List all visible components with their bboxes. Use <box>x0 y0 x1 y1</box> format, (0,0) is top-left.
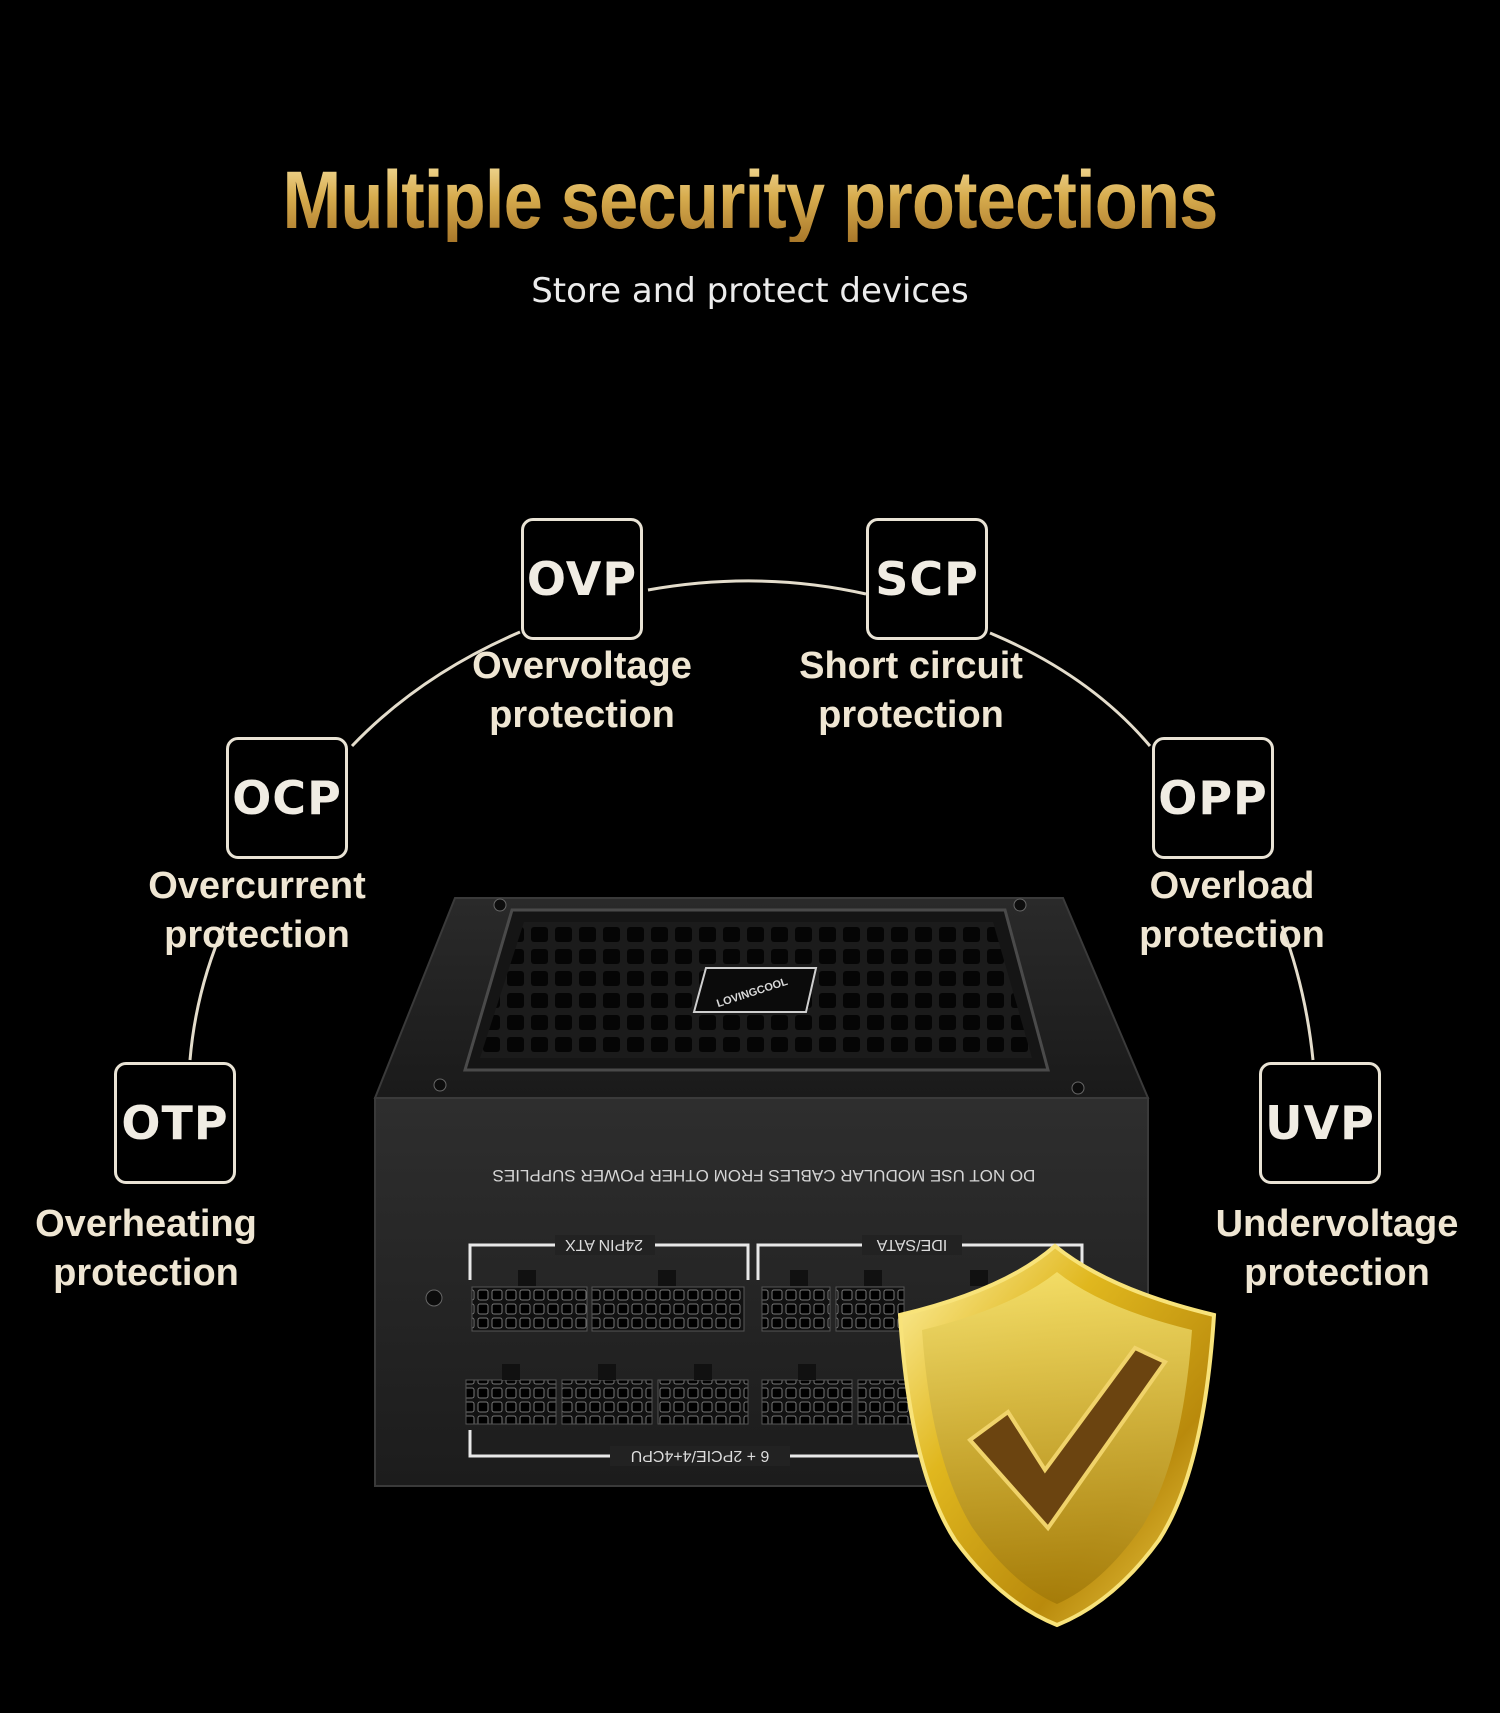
badge-otp: OTP <box>114 1062 236 1184</box>
port-label-cpu: 6 + 2PCIE/4+4CPU <box>631 1447 770 1464</box>
arc-ocp-ovp <box>350 630 521 748</box>
badge-uvp: UVP <box>1259 1062 1381 1184</box>
label-otp-line2: protection <box>53 1252 239 1294</box>
label-ocp: Overcurrent protection <box>77 862 437 960</box>
page-title: Multiple security protections <box>105 160 1395 242</box>
label-uvp: Undervoltage protection <box>1157 1200 1500 1298</box>
label-otp-line1: Overheating <box>35 1203 257 1245</box>
page-subtitle: Store and protect devices <box>531 271 969 311</box>
label-ovp-line1: Overvoltage <box>472 645 692 687</box>
label-ocp-line2: protection <box>164 914 350 956</box>
label-opp-line1: Overload <box>1149 865 1315 907</box>
label-ovp-line2: protection <box>489 694 675 736</box>
label-opp-line2: protection <box>1139 914 1325 956</box>
psu-warning-text: DO NOT USE MODULAR CABLES FROM OTHER POW… <box>493 1166 1036 1185</box>
label-otp: Overheating protection <box>0 1200 326 1298</box>
connector-arcs <box>188 579 1315 1061</box>
arc-ocp-otp <box>188 925 226 1061</box>
port-label-24pin: 24PIN ATX <box>565 1236 643 1253</box>
label-uvp-line2: protection <box>1244 1252 1430 1294</box>
fan-logo-badge: LOVINGCOOL <box>692 967 818 1013</box>
badge-ocp: OCP <box>226 737 348 859</box>
psu-top-panel: LOVINGCOOL <box>373 897 1150 1099</box>
label-scp-line2: protection <box>818 694 1004 736</box>
port-label-sata: IDE/SATA <box>876 1236 947 1253</box>
arc-scp-opp <box>989 631 1152 747</box>
arc-ovp-scp <box>647 579 867 596</box>
label-ovp: Overvoltage protection <box>402 642 762 740</box>
label-scp-line1: Short circuit <box>799 645 1023 687</box>
badge-scp: SCP <box>866 518 988 640</box>
arc-opp-uvp <box>1280 925 1315 1061</box>
badge-ovp: OVP <box>521 518 643 640</box>
shield-check-icon <box>897 1243 1217 1628</box>
label-uvp-line1: Undervoltage <box>1215 1203 1459 1245</box>
label-ocp-line1: Overcurrent <box>148 865 366 907</box>
label-scp: Short circuit protection <box>731 642 1091 740</box>
badge-opp: OPP <box>1152 737 1274 859</box>
label-opp: Overload protection <box>1052 862 1412 960</box>
